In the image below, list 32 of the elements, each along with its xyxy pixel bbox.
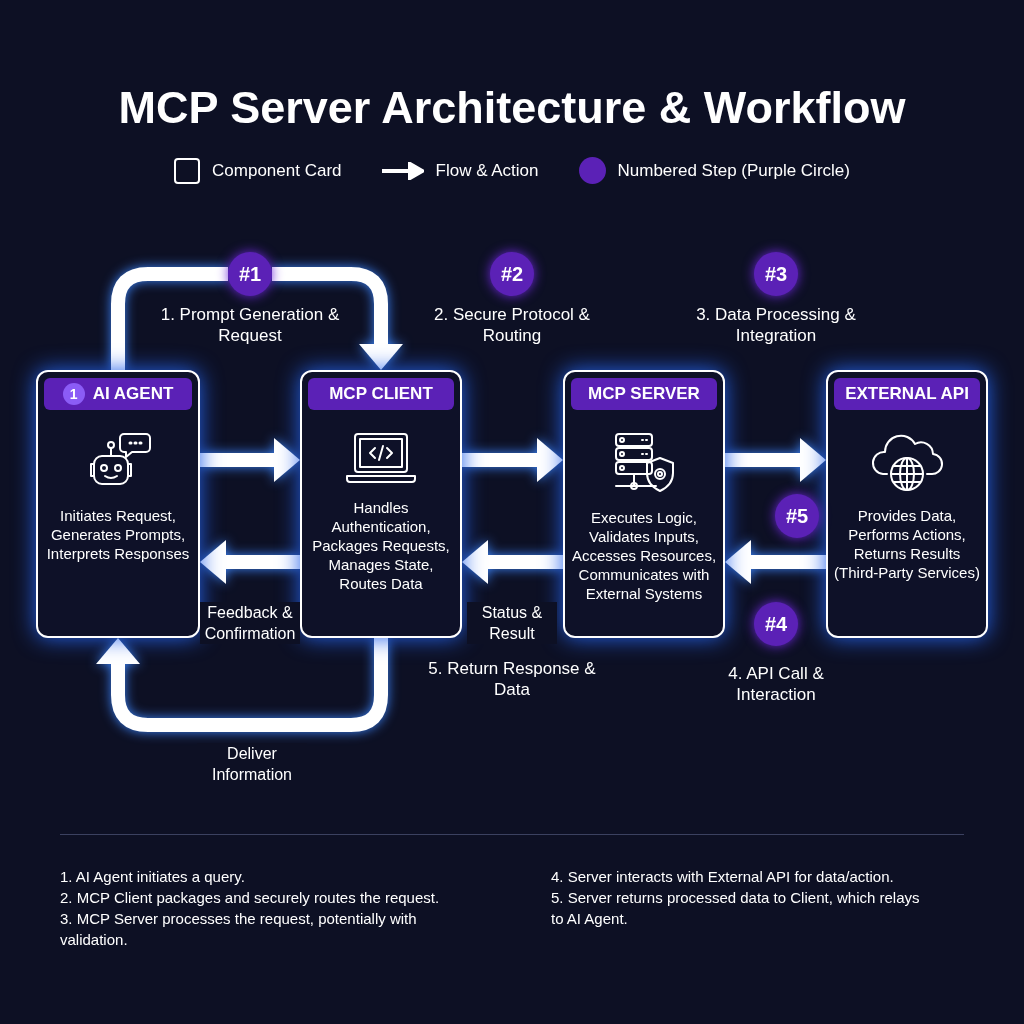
- flow-arrow: [200, 540, 300, 584]
- step-caption: 5. Return Response & Data: [427, 658, 597, 700]
- footnote: 2. MCP Client packages and securely routes the request.: [60, 888, 441, 908]
- footnote: 5. Server returns processed data to Client, which relays to AI Agent.: [551, 888, 921, 929]
- flow-arrow: [725, 540, 826, 584]
- card-title: MCP SERVER: [588, 383, 700, 406]
- legend-label: Component Card: [212, 159, 342, 182]
- flow-arrow: [462, 540, 563, 584]
- legend-label: Flow & Action: [435, 159, 539, 182]
- card-title: AI AGENT: [92, 383, 174, 406]
- card-description: Initiates Request, Generates Prompts, Interprets Responses: [45, 506, 191, 563]
- legend-label: Numbered Step (Purple Circle): [617, 159, 850, 182]
- step-caption: 4. API Call & Interaction: [727, 663, 825, 705]
- component-card: [563, 370, 725, 638]
- component-card: [826, 370, 988, 638]
- title: MCP Server Architecture & Workflow: [118, 81, 906, 135]
- component-card: [300, 370, 462, 638]
- footnote: 1. AI Agent initiates a query.: [60, 867, 246, 887]
- card-description: Provides Data, Performs Actions, Returns Results (Third-Party Services): [834, 506, 980, 582]
- step-caption: 3. Data Processing & Integration: [695, 304, 857, 346]
- component-card: [36, 370, 200, 638]
- step-caption: 2. Secure Protocol & Routing: [433, 304, 591, 346]
- card-description: Executes Logic, Validates Inputs, Accesses Resources, Communicates with External Systems: [571, 508, 717, 603]
- flow-arrow: [725, 438, 826, 482]
- footnote: 3. MCP Server processes the request, potentially with validation.: [60, 909, 418, 950]
- card-description: Handles Authentication, Packages Requests, Manages State, Routes Data: [311, 498, 451, 593]
- footnote: 4. Server interacts with External API for data/action.: [551, 867, 895, 887]
- flow-arrow: [96, 638, 388, 732]
- card-title: EXTERNAL API: [845, 383, 969, 406]
- step-caption: 1. Prompt Generation & Request: [159, 304, 341, 346]
- step-badge: 1: [62, 383, 85, 405]
- card-title: MCP CLIENT: [329, 383, 433, 406]
